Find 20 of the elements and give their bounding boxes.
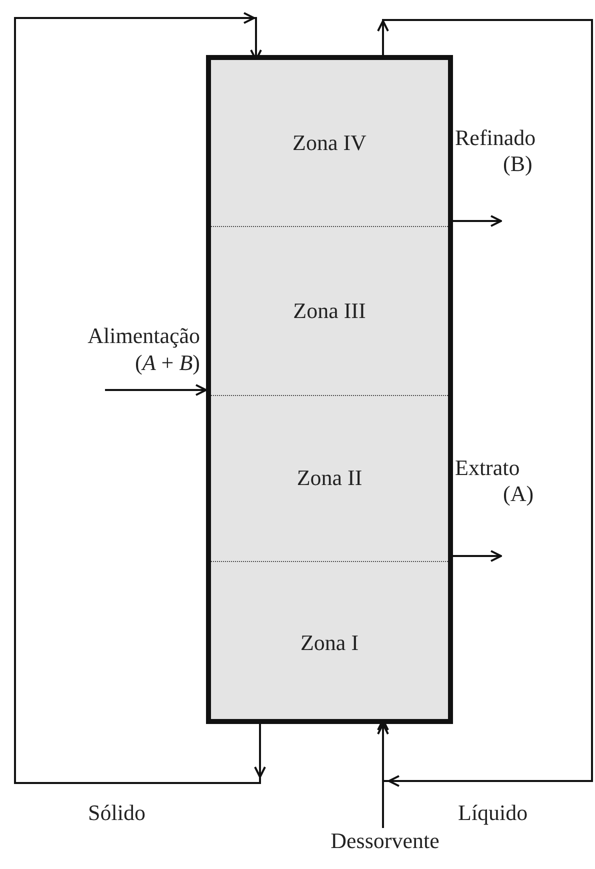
- column-drawing: [206, 55, 453, 724]
- arrow: [453, 550, 502, 562]
- edge-label: Líquido: [458, 800, 528, 826]
- arrow: [377, 18, 593, 787]
- stream-label: Alimentação: [86, 323, 200, 350]
- zone-label: Zona IV: [292, 130, 366, 156]
- edge-label: Sólido: [88, 800, 146, 826]
- stream-label: (A): [502, 481, 535, 508]
- stream-label: Extrato: [455, 455, 521, 482]
- arrow: [453, 215, 502, 227]
- stream-label: Dessorvente: [330, 828, 440, 854]
- stream-label: (B): [502, 151, 534, 178]
- zone-label: Zona III: [293, 298, 366, 324]
- arrow: [14, 12, 266, 784]
- zone-label: Zona II: [296, 465, 362, 492]
- zone-label: Zona I: [300, 630, 359, 656]
- arrow: [105, 384, 207, 396]
- stream-label: Refinado: [455, 125, 537, 152]
- stream-label: (A + B): [134, 350, 200, 376]
- arrow: [377, 723, 389, 828]
